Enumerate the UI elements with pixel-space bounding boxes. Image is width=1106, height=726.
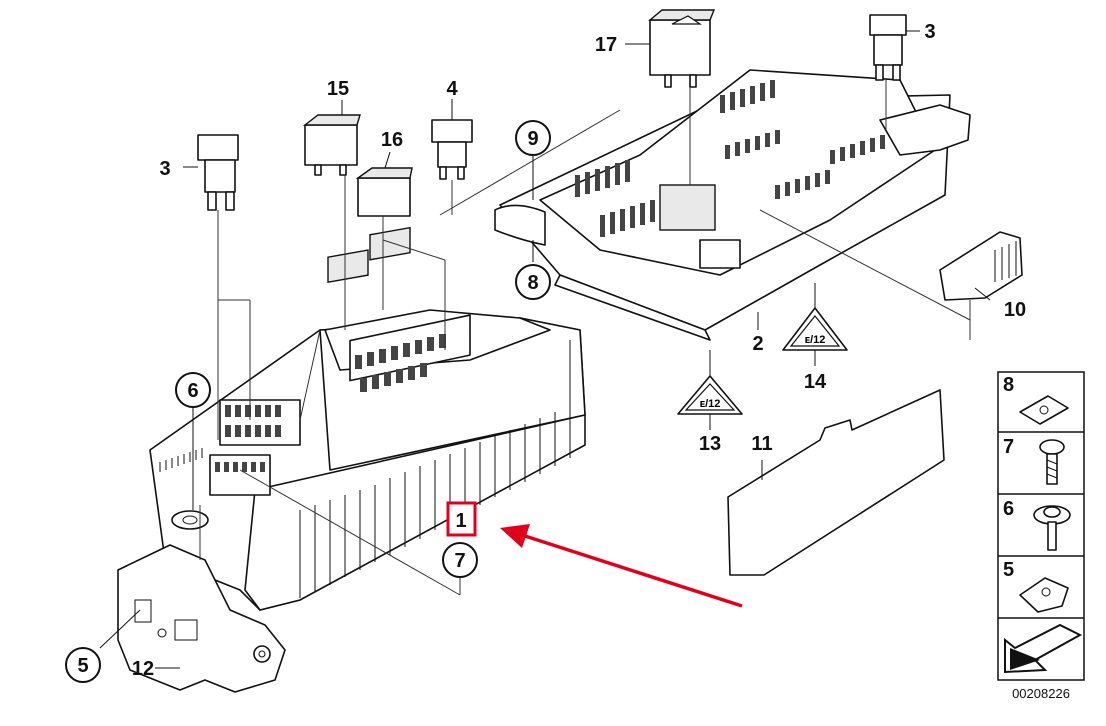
- label-4[interactable]: 4: [446, 78, 458, 100]
- arrow-legend-icon: [1004, 623, 1083, 674]
- label-12[interactable]: 12: [132, 658, 154, 680]
- label-1: 1: [455, 510, 466, 532]
- warning-label-14: ᴇ/12: [782, 307, 848, 351]
- label-2[interactable]: 2: [752, 333, 763, 355]
- mounting-bracket[interactable]: [117, 544, 286, 693]
- svg-text:6: 6: [1003, 498, 1014, 520]
- mini-fuse[interactable]: [431, 119, 473, 180]
- label-13[interactable]: 13: [699, 433, 721, 455]
- svg-text:9: 9: [527, 128, 538, 150]
- circle-label-6[interactable]: 6: [175, 372, 211, 408]
- svg-text:7: 7: [454, 550, 465, 572]
- relay-17[interactable]: [648, 9, 716, 88]
- circle-label-7[interactable]: 7: [442, 542, 478, 578]
- highlight-part-1[interactable]: 1: [446, 501, 477, 537]
- leader-lines: [199, 80, 971, 596]
- part-labels: 3 15 4 16 17 3 10 2 14 13 11 12: [132, 21, 1026, 680]
- catalog-number: 00208226: [1012, 686, 1070, 701]
- legend-item-7[interactable]: 7: [1003, 436, 1065, 485]
- warning-label-13: ᴇ/12: [677, 375, 743, 415]
- label-17[interactable]: 17: [595, 34, 617, 56]
- svg-text:8: 8: [527, 272, 538, 294]
- label-3a[interactable]: 3: [159, 158, 170, 180]
- label-3b[interactable]: 3: [924, 21, 935, 43]
- svg-text:6: 6: [187, 380, 198, 402]
- circle-label-8[interactable]: 8: [515, 264, 551, 300]
- circle-label-9[interactable]: 9: [515, 120, 551, 156]
- relay-15[interactable]: [302, 114, 361, 176]
- label-15[interactable]: 15: [327, 78, 349, 100]
- label-10[interactable]: 10: [1004, 299, 1026, 321]
- label-16[interactable]: 16: [381, 129, 403, 151]
- power-distribution-box[interactable]: [494, 69, 971, 341]
- relay-16[interactable]: [355, 167, 413, 217]
- red-arrow-icon: [500, 524, 743, 608]
- legend-item-6[interactable]: 6: [1003, 498, 1071, 551]
- legend-item-5[interactable]: 5: [1003, 559, 1069, 613]
- warning-text-14: ᴇ/12: [805, 334, 826, 346]
- cover-pad[interactable]: [727, 389, 945, 576]
- svg-text:8: 8: [1003, 374, 1014, 396]
- small-parts-legend: 8 7 6 5 00208226: [997, 371, 1085, 701]
- callout-lines: [99, 30, 991, 669]
- circle-label-5[interactable]: 5: [65, 647, 101, 683]
- svg-text:5: 5: [1003, 559, 1014, 581]
- maxi-fuse-left[interactable]: [197, 134, 239, 211]
- warning-text-13: ᴇ/12: [700, 398, 721, 410]
- svg-text:5: 5: [77, 655, 88, 677]
- maxi-fuse-right[interactable]: [869, 14, 907, 81]
- svg-text:7: 7: [1003, 436, 1014, 458]
- label-11[interactable]: 11: [751, 433, 772, 455]
- connector-clip[interactable]: [939, 231, 1023, 301]
- fuse-box-housing[interactable]: [149, 226, 586, 611]
- circled-labels: 9 8 6 7 5: [65, 120, 551, 683]
- legend-item-8[interactable]: 8: [1003, 374, 1069, 425]
- label-14[interactable]: 14: [804, 371, 827, 393]
